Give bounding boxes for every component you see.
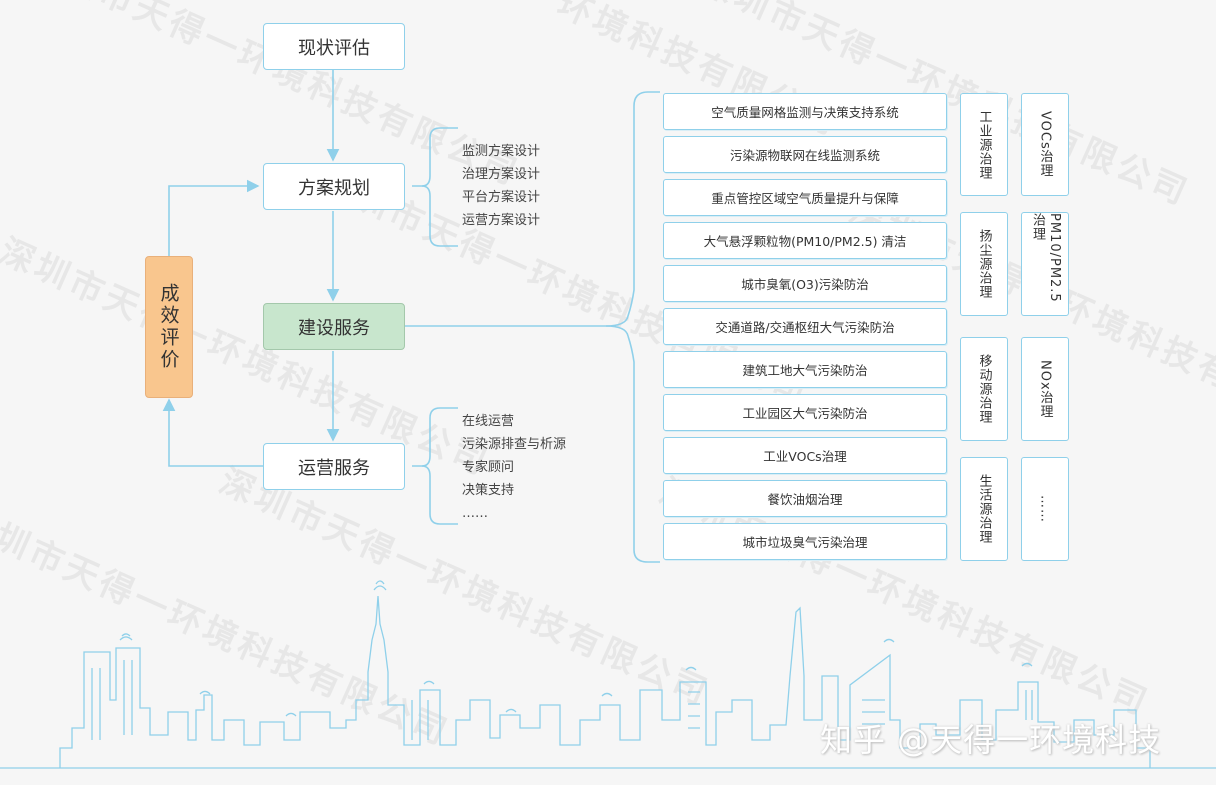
list-item: …… — [462, 506, 488, 521]
operation-box: 运营服务 — [263, 443, 405, 490]
footer-watermark: 知乎 @天得一环境科技 — [820, 721, 1162, 759]
list-item: 决策支持 — [462, 483, 515, 498]
construction-item: 工业VOCs治理 — [663, 437, 947, 474]
source-category: 生活源治理 — [960, 457, 1008, 561]
status-eval-box: 现状评估 — [263, 23, 405, 70]
construction-item: 交通道路/交通枢纽大气污染防治 — [663, 308, 947, 345]
list-item: 治理方案设计 — [462, 167, 541, 182]
construction-item: 建筑工地大气污染防治 — [663, 351, 947, 388]
list-item: 在线运营 — [462, 414, 515, 429]
pollutant-category: NOx治理 — [1021, 337, 1069, 441]
list-item: 污染源排查与析源 — [462, 437, 567, 452]
pollutant-category: VOCs治理 — [1021, 93, 1069, 196]
pollutant-category: …… — [1021, 457, 1069, 561]
construction-item: 城市臭氧(O3)污染防治 — [663, 265, 947, 302]
construction-item: 空气质量网格监测与决策支持系统 — [663, 93, 947, 130]
source-category: 工业源治理 — [960, 93, 1008, 196]
source-category: 扬尘源治理 — [960, 212, 1008, 316]
list-item: 平台方案设计 — [462, 190, 541, 205]
planning-sublist: 监测方案设计 治理方案设计 平台方案设计 运营方案设计 — [462, 140, 540, 232]
construction-item: 大气悬浮颗粒物(PM10/PM2.5) 清洁 — [663, 222, 947, 259]
city-skyline — [0, 580, 1216, 769]
construction-item: 工业园区大气污染防治 — [663, 394, 947, 431]
construction-item: 城市垃圾臭气污染治理 — [663, 523, 947, 560]
construction-item: 污染源物联网在线监测系统 — [663, 136, 947, 173]
list-item: 运营方案设计 — [462, 213, 541, 228]
planning-box: 方案规划 — [263, 163, 405, 210]
construction-item: 餐饮油烟治理 — [663, 480, 947, 517]
list-item: 专家顾问 — [462, 460, 515, 475]
construction-item: 重点管控区域空气质量提升与保障 — [663, 179, 947, 216]
effect-eval-box: 成效评价 — [145, 256, 193, 398]
construction-box: 建设服务 — [263, 303, 405, 350]
list-item: 监测方案设计 — [462, 144, 541, 159]
operation-sublist: 在线运营 污染源排查与析源 专家顾问 决策支持 …… — [462, 410, 566, 525]
pollutant-category: PM10/PM2.5治理 — [1021, 212, 1069, 316]
source-category: 移动源治理 — [960, 337, 1008, 441]
